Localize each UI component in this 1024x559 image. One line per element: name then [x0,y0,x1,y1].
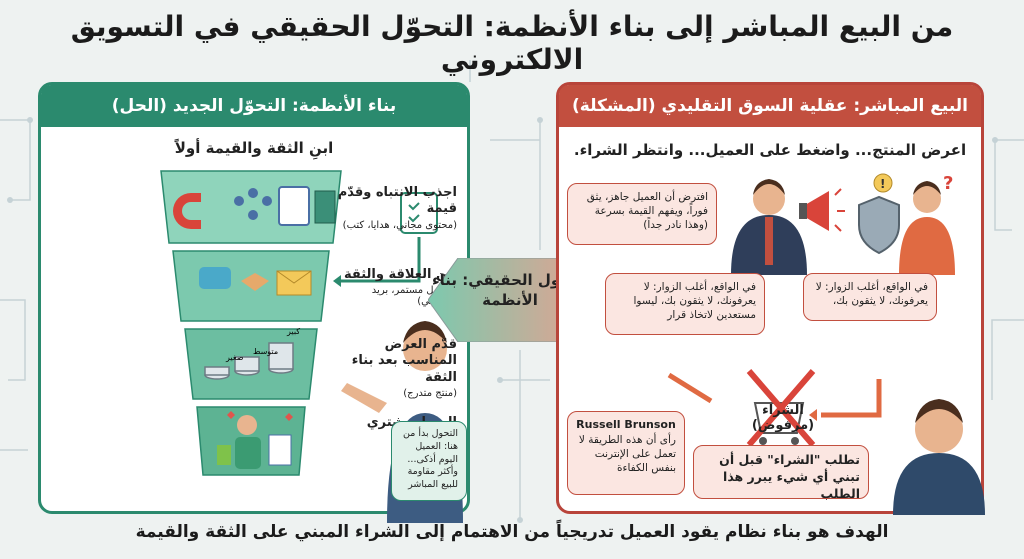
russell-brunson-bubble: Russell Brunson رأى أن هذه الطريقة لا تع… [567,411,685,495]
russell-brunson-quote: رأى أن هذه الطريقة لا تعمل على الإنترنت … [578,433,676,475]
thinking-man-figure [893,399,985,515]
shopping-bag-icon [217,445,231,465]
page-title: من البيع المباشر إلى بناء الأنظمة: التحو… [70,10,954,76]
exclamation-icon [873,173,893,193]
direct-sales-graphic: ! ? [596,173,985,515]
customer-avatar [237,415,257,435]
product-stack-icon [204,342,294,380]
direct-sales-panel: البيع المباشر: عقلية السوق التقليدي (الم… [556,82,985,515]
checklist-card-icon [400,192,438,234]
center-transition-text: التحول الحقيقي: بناء الأنظمة [431,271,589,310]
assumption-bubble: افترض أن العميل جاهز، يثق فوراً، ويفهم ا… [567,183,717,245]
heart-icon [285,413,293,421]
direct-sales-subhead: اعرض المنتج... واضغط على العميل... وانتظ… [573,141,967,159]
reality-bubble-right: في الواقع، أغلب الزوار: لا يعرفونك، لا ي… [803,273,937,321]
funnel-tier-1 [160,170,342,244]
checklist-icon [268,434,292,466]
svg-text:!: ! [880,177,885,191]
customer-figure [899,181,955,275]
flow-arrow [667,372,713,404]
center-transition-arrow [428,258,598,342]
systems-panel-header: بناء الأنظمة: التحوّل الجديد (الحل) [41,85,467,127]
magnet-icon [173,193,201,229]
bottom-caption: الهدف هو بناء نظام يقود العميل تدريجياً … [135,522,889,542]
reality-bubble-middle: في الواقع، أغلب الزوار: لا يعرفونك، لا ي… [605,273,765,335]
megaphone-icon [805,191,829,231]
shield-icon [858,195,900,255]
book-icon [314,190,336,224]
webpage-icon [278,186,310,226]
systems-subhead: ابنِ الثقة والقيمة أولاً [174,139,334,157]
product-label-large: كبير [287,327,301,336]
salesman-figure [731,179,807,275]
flow-arrow [821,379,882,418]
people-icon [234,188,272,220]
rejected-purchase-label: الشراء (مرفوض) [751,403,815,433]
product-label-small: صغير [226,353,244,362]
presenter-speech-bubble: التحول بدأ من هنا: العميل اليوم أذكى... … [391,421,467,501]
demand-bubble: تطلب "الشراء" قبل أن تبني أي شيء يبرر هذ… [693,445,869,501]
question-icon: ? [943,173,953,194]
direct-sales-panel-header: البيع المباشر: عقلية السوق التقليدي (الم… [559,85,981,127]
systems-panel: بناء الأنظمة: التحوّل الجديد (الحل) ابنِ… [38,82,470,523]
funnel-label-1: اجذب الانتباه وقدّم قيمة (محتوى مجاني، ه… [337,185,457,231]
russell-brunson-name: Russell Brunson [576,418,676,431]
product-label-medium: متوسط [253,347,279,356]
funnel-label-3: قدّم العرض المناسب بعد بناء الثقة (منتج … [351,337,457,399]
handshake-icon [241,273,269,291]
rejected-x-icon [746,369,816,447]
chat-icon [199,267,231,289]
heart-icon [227,411,235,419]
flow-arrow [337,237,421,283]
